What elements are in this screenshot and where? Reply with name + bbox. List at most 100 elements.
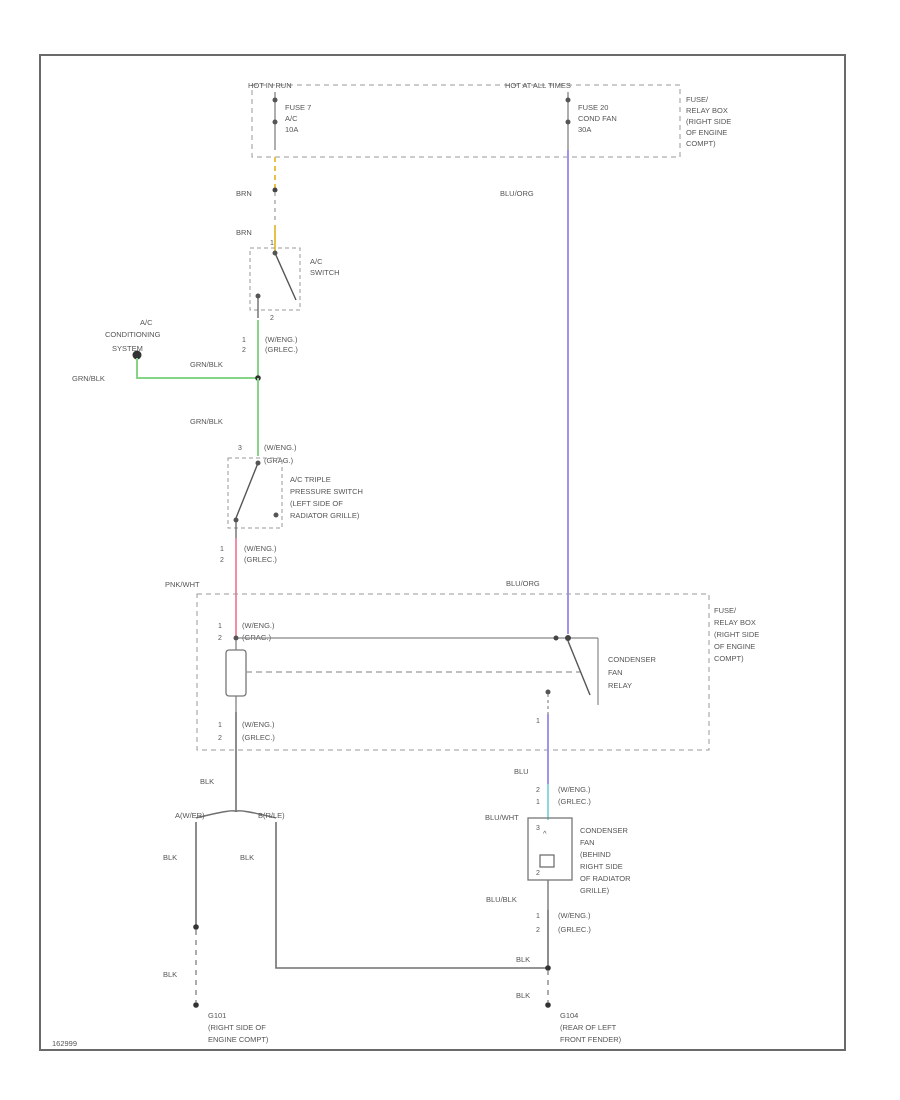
fuse-20-top-terminal — [565, 97, 571, 103]
pin-label: 1 — [218, 722, 222, 729]
blk-wire-label: BLK — [163, 853, 177, 862]
ground-g101-symbol — [193, 1002, 199, 1008]
connector-c5-label: (GRLEC.) — [242, 733, 275, 742]
ground-g101-label: G101 — [208, 1011, 226, 1020]
pin-label: 2 — [536, 870, 540, 877]
split-right-label: B(R/LE) — [258, 811, 285, 820]
condenser-fan-motor: 3 ^ 2 CONDENSER FAN (BEHIND RIGHT SIDE O… — [527, 817, 631, 910]
ac-switch-label: SWITCH — [310, 268, 340, 277]
ground-g104-label: (REAR OF LEFT — [560, 1023, 617, 1032]
relay-label: FAN — [608, 668, 623, 677]
blu-wire-label: BLU — [514, 767, 529, 776]
pin-label: 2 — [218, 635, 222, 642]
blk-wire-label: BLK — [240, 853, 254, 862]
fuse-7-top-terminal — [272, 97, 278, 103]
relay-label: RELAY — [608, 681, 632, 690]
fuse-box-lower-label: COMPT) — [714, 654, 744, 663]
ac-switch-outline — [249, 247, 301, 311]
fuse-box-lower-label: RELAY BOX — [714, 618, 756, 627]
ac-system-terminal — [132, 350, 142, 360]
connector-c4-label: (W/ENG.) — [242, 621, 275, 630]
blk-wire-label: BLK — [516, 955, 530, 964]
lower-relay-box-outline — [196, 593, 710, 751]
pnk-wht-wire-label: PNK/WHT — [165, 580, 200, 589]
pin-label: 1 — [536, 718, 540, 725]
fuse-box-lower-label: (RIGHT SIDE — [714, 630, 759, 639]
relay-coil-icon — [225, 649, 247, 697]
blu-org-wire-label: BLU/ORG — [506, 579, 540, 588]
blu-blk-wire-label: BLU/BLK — [486, 895, 517, 904]
triple-switch-outline — [227, 457, 283, 529]
grn-blk-branch-wire — [136, 358, 258, 379]
blu-org-wire-label: BLU/ORG — [500, 189, 534, 198]
connector-c7-label: (GRLEC.) — [558, 925, 591, 934]
fuse-7-bottom-terminal — [272, 119, 278, 125]
fuse-7-rating: 10A — [285, 125, 298, 134]
pin-label: 1 — [270, 240, 274, 247]
fuse-20-bottom-terminal — [565, 119, 571, 125]
blk-mid-wire — [275, 822, 548, 969]
ac-system-label: CONDITIONING — [105, 330, 161, 339]
connector-c2-label: (GRAG.) — [264, 456, 294, 465]
ground-g101-label: (RIGHT SIDE OF — [208, 1023, 266, 1032]
ground-g104-label: FRONT FENDER) — [560, 1035, 622, 1044]
brn-wire-label: BRN — [236, 189, 252, 198]
connector-c1-label: (GRLEC.) — [265, 345, 298, 354]
diagram-code: 162999 — [52, 1039, 77, 1048]
ac-switch-label: A/C — [310, 257, 323, 266]
connector-c1-label: (W/ENG.) — [265, 335, 298, 344]
triple-switch-label: PRESSURE SWITCH — [290, 487, 363, 496]
fuse-box-top-label-line: RELAY BOX — [686, 106, 728, 115]
fuse-20: FUSE 20 COND FAN 30A — [565, 92, 617, 150]
relay-terminal — [233, 635, 239, 641]
triple-switch-contact — [235, 462, 259, 519]
blu-wht-wire-label: BLU/WHT — [485, 813, 519, 822]
fuse-20-number: FUSE 20 — [578, 103, 608, 112]
connector-c3-label: (GRLEC.) — [244, 555, 277, 564]
relay-label: CONDENSER — [608, 655, 657, 664]
fuse-7-circuit: A/C — [285, 114, 298, 123]
fan-motor-label: RIGHT SIDE — [580, 862, 623, 871]
pin-label: 1 — [218, 623, 222, 630]
pin-label: 2 — [536, 927, 540, 934]
fuse-box-lower-label: FUSE/ — [714, 606, 737, 615]
fuse-box-top-label-line: OF ENGINE — [686, 128, 727, 137]
relay-contact — [567, 640, 591, 696]
pin-label: 1 — [536, 913, 540, 920]
connector-c5-label: (W/ENG.) — [242, 720, 275, 729]
relay-terminal — [565, 635, 571, 641]
fan-motor-icon — [539, 854, 555, 868]
fan-motor-label: OF RADIATOR — [580, 874, 631, 883]
triple-switch-label: A/C TRIPLE — [290, 475, 331, 484]
ac-triple-pressure-switch: A/C TRIPLE PRESSURE SWITCH (LEFT SIDE OF… — [227, 457, 363, 538]
fan-motor-label: (BEHIND — [580, 850, 611, 859]
brn-wire-label: BRN — [236, 228, 252, 237]
triple-switch-label: (LEFT SIDE OF — [290, 499, 343, 508]
grn-blk-wire-label: GRN/BLK — [190, 360, 223, 369]
pin-label: 3 — [536, 825, 540, 832]
condenser-fan-relay: CONDENSER FAN RELAY — [225, 635, 657, 714]
grn-blk-wire-label: GRN/BLK — [190, 417, 223, 426]
fuse-box-top-label: FUSE/ RELAY BOX (RIGHT SIDE OF ENGINE CO… — [686, 95, 731, 148]
connector-dot — [193, 924, 199, 930]
grn-blk-wire-label: GRN/BLK — [72, 374, 105, 383]
diagram-frame — [39, 54, 846, 1051]
pin-label: 3 — [238, 445, 242, 452]
fuse-box-lower-label: OF ENGINE — [714, 642, 755, 651]
relay-terminal — [545, 689, 551, 695]
blk-wire-label: BLK — [200, 777, 214, 786]
connector-c2-label: (W/ENG.) — [264, 443, 297, 452]
fuse-20-rating: 30A — [578, 125, 591, 134]
split-left-label: A(W/ER) — [175, 811, 205, 820]
left-bus-label: HOT IN RUN — [248, 81, 292, 90]
fan-motor-label: GRILLE) — [580, 886, 610, 895]
ac-system-label: A/C — [140, 318, 153, 327]
fuse-7-number: FUSE 7 — [285, 103, 311, 112]
fuse-7: FUSE 7 A/C 10A — [272, 92, 311, 150]
blk-split-wire — [195, 810, 277, 819]
pin-label: 2 — [218, 735, 222, 742]
relay-terminal — [553, 635, 559, 641]
ac-switch-terminal — [255, 293, 261, 299]
ground-g104-symbol — [545, 1002, 551, 1008]
